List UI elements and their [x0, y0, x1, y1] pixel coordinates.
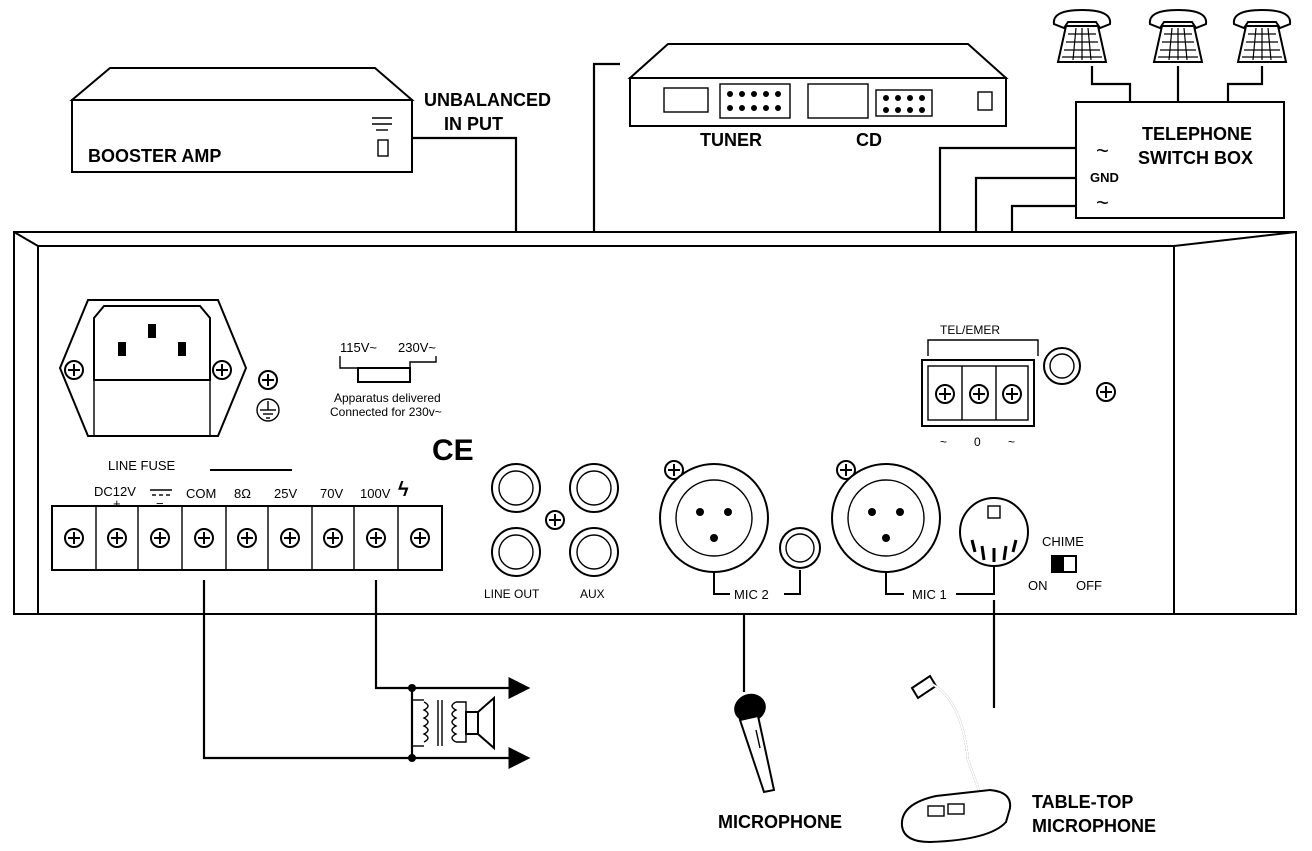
microphone-label: MICROPHONE	[718, 812, 842, 832]
switch-gnd-label: GND	[1090, 170, 1119, 185]
voltage-230-label: 230V~	[398, 340, 436, 355]
tuner-label: TUNER	[700, 130, 762, 150]
power-inlet	[58, 299, 248, 437]
switch-tilde-bottom: ~	[1096, 190, 1109, 215]
mic1-label: MIC 1	[912, 587, 947, 602]
booster-amp-label: BOOSTER AMP	[88, 146, 221, 166]
unbalanced-label-1: UNBALANCED	[424, 90, 551, 110]
tel-screw-icon	[1096, 382, 1116, 402]
telephone-switch-label-2: SWITCH BOX	[1138, 148, 1253, 168]
chime-on-label: ON	[1028, 578, 1048, 593]
terminal-dc-minus-symbol	[150, 489, 172, 496]
telephone-switch-label-1: TELEPHONE	[1142, 124, 1252, 144]
terminal-70v: 70V	[320, 486, 343, 501]
ce-mark: CE	[432, 434, 474, 467]
mic2-jack[interactable]	[779, 527, 821, 569]
terminal-25v: 25V	[274, 486, 297, 501]
cd-label: CD	[856, 130, 882, 150]
desk-microphone-icon	[900, 674, 1012, 844]
tabletop-label-1: TABLE-TOP	[1032, 792, 1133, 812]
telephone-switch-box	[1075, 101, 1285, 219]
voltage-selector-switch[interactable]	[357, 367, 411, 383]
terminal-100v: 100V	[360, 486, 391, 501]
jack-screw-icon	[545, 510, 565, 530]
tel-emer-label: TEL/EMER	[940, 323, 1000, 337]
apparatus-note-1: Apparatus delivered	[334, 391, 441, 405]
telephone-icon	[1052, 9, 1292, 63]
line-out-label: LINE OUT	[484, 587, 540, 601]
chime-off-label: OFF	[1076, 578, 1102, 593]
voltage-115-label: 115V~	[340, 340, 377, 355]
switch-tilde-top: ~	[1096, 138, 1109, 163]
aux-label: AUX	[580, 587, 605, 601]
ground-icon	[256, 398, 280, 422]
tel-term-center: 0	[974, 435, 981, 449]
aux-jacks[interactable]	[569, 463, 619, 577]
microphone-icon	[734, 693, 776, 794]
booster-amp: BOOSTER AMP	[69, 67, 415, 173]
speaker-icon	[465, 695, 495, 751]
terminal-lightning-icon: ϟ	[398, 479, 409, 501]
unbalanced-label-2: IN PUT	[444, 114, 503, 134]
apparatus-note-2: Connected for 230v~	[330, 405, 442, 419]
terminal-8ohm: 8Ω	[234, 486, 251, 501]
chassis-screw-icon	[258, 370, 278, 390]
line-out-jacks[interactable]	[491, 463, 541, 577]
line-fuse-label: LINE FUSE	[108, 458, 176, 473]
mic2-xlr-socket[interactable]	[659, 463, 769, 573]
terminal-com: COM	[186, 486, 216, 501]
tel-term-left: ~	[940, 435, 947, 449]
tuner-cd-unit	[627, 43, 1009, 127]
tabletop-label-2: MICROPHONE	[1032, 816, 1156, 836]
terminal-dc-minus: −	[156, 496, 164, 511]
din-socket[interactable]	[959, 497, 1029, 567]
terminal-dc12v-plus: +	[113, 496, 121, 511]
chime-label: CHIME	[1042, 534, 1084, 549]
terminal-strip	[51, 505, 443, 571]
tel-term-right: ~	[1008, 435, 1015, 449]
mic1-xlr-socket[interactable]	[831, 463, 941, 573]
tel-emer-jack[interactable]	[1043, 347, 1081, 385]
tel-emer-terminal-block	[921, 359, 1035, 427]
terminal-dc12v: DC12V	[94, 484, 136, 499]
mic2-label: MIC 2	[734, 587, 769, 602]
transformer-icon	[412, 699, 467, 747]
